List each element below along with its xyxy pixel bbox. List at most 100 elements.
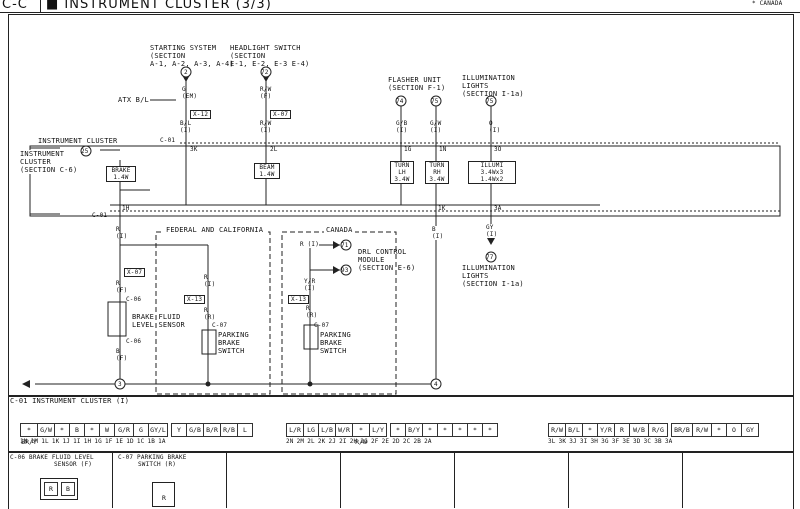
c07-pin: R <box>162 494 166 502</box>
circle-25: 25 <box>81 148 89 155</box>
c06-connector: R B <box>40 478 78 500</box>
panel-divider-2 <box>226 452 227 508</box>
pin-3k: 3K <box>190 146 198 153</box>
flasher-unit-label: FLASHER UNIT (SECTION F-1) <box>388 76 446 92</box>
wire-r-i: R(I) <box>116 226 128 240</box>
panel-divider-5 <box>568 452 569 508</box>
federal-region-label: FEDERAL AND CALIFORNIA <box>164 226 266 234</box>
c07-panel-title: C-07 PARKING BRAKE SWITCH (R) <box>118 454 187 468</box>
circle-2: 2 <box>184 69 188 76</box>
connector-row1: * BR/Y G/W * B * W G/R G GY/L Y G/B B/R … <box>20 423 253 446</box>
c06-top: C-06 <box>126 296 142 303</box>
canada-wire-r: R (I) <box>300 241 320 248</box>
wire-gy: GY(I) <box>486 224 498 238</box>
instrument-cluster-label: INSTRUMENT CLUSTER <box>38 137 118 145</box>
connector-row2: L/R LG L/B W/R * R/W L/Y * B/Y * * * * * <box>286 423 498 446</box>
conn-cell: * <box>54 423 70 437</box>
conn-cell: * R/W <box>352 423 370 446</box>
circle-74: 74 <box>396 98 404 105</box>
conn-cell: B/L <box>565 423 583 437</box>
wire-b-f: B(F) <box>116 348 128 362</box>
headlight-switch-label: HEADLIGHT SWITCH (SECTION E-1, E-2, E-3 … <box>230 44 310 68</box>
conn-cell: L/B <box>318 423 336 437</box>
conn-cell: G/R <box>114 423 134 437</box>
conn-cell: LG <box>303 423 319 437</box>
c07a: C-07 <box>212 322 228 329</box>
circle-4: 4 <box>434 381 438 388</box>
c01-bottom: C-01 <box>92 212 108 219</box>
header-rule <box>0 12 800 13</box>
fed-wire-r: R(I) <box>204 274 216 288</box>
pin-1g: 1G <box>404 146 412 153</box>
conn-cell: BR/B <box>671 423 693 437</box>
circle-72: 72 <box>261 69 269 76</box>
conn-cell: R/G <box>648 423 668 437</box>
diagram-frame <box>8 14 794 396</box>
conn-cell: B/R <box>203 423 221 437</box>
conn-cell: * <box>711 423 727 437</box>
starting-system-label: STARTING SYSTEM (SECTION A-1, A-2, A-3, … <box>150 44 234 68</box>
pin-1h: 1H <box>122 205 130 212</box>
wire-bl: B/L(I) <box>180 120 192 134</box>
conn-cell: L/R <box>286 423 304 437</box>
conn-cell: * <box>582 423 598 437</box>
conn-cell: L/Y <box>369 423 387 437</box>
canada-wire-r2: R(R) <box>306 305 318 319</box>
conn-cell: * <box>84 423 100 437</box>
canada-region-label: CANADA <box>324 226 355 234</box>
conn-cell: GY/L <box>148 423 168 437</box>
wire-g-em: G(EM) <box>182 86 198 100</box>
conn-cell: * <box>390 423 406 437</box>
wire-o: O(I) <box>489 120 501 134</box>
conn-cell: R <box>614 423 630 437</box>
bottom-panels <box>8 452 794 509</box>
page-title: ■ INSTRUMENT CLUSTER (3/3) <box>46 0 272 12</box>
pin-1n: 1N <box>439 146 447 153</box>
conn-cell: * <box>452 423 468 437</box>
conn-cell: * BR/Y <box>20 423 38 446</box>
conn-cell: W/R <box>335 423 353 437</box>
wire-rw-f: R/W(F) <box>260 86 272 100</box>
pin-3o: 3O <box>494 146 502 153</box>
pin-2l: 2L <box>270 146 278 153</box>
connector-row3: R/W B/L * Y/R R W/B R/G BR/B R/W * O GY <box>548 423 759 437</box>
conn-cell: * <box>422 423 438 437</box>
conn-cell: * <box>437 423 453 437</box>
panel-divider-1 <box>112 452 113 508</box>
wire-gw: G/W(I) <box>430 120 442 134</box>
circle-77: 77 <box>486 254 494 261</box>
fed-wire-r2: R(R) <box>204 307 216 321</box>
circle-75b: 75 <box>486 98 494 105</box>
pin-3a: 3A <box>494 205 502 212</box>
conn-cell: L <box>237 423 253 437</box>
conn-cell: W <box>99 423 115 437</box>
conn-cell: Y <box>171 423 187 437</box>
c06-bottom: C-06 <box>126 338 142 345</box>
wire-rw-i: R/W(I) <box>260 120 272 134</box>
circle-93: 93 <box>341 267 349 274</box>
connector-panel <box>8 396 794 452</box>
wire-gb: G/B(I) <box>396 120 408 134</box>
wire-yr: Y/R(I) <box>304 278 316 292</box>
connector-x13a: X-13 <box>184 295 206 304</box>
connector-x12: X-12 <box>190 110 212 119</box>
illumination-top-label: ILLUMINATION LIGHTS (SECTION I-1a) <box>462 74 524 98</box>
conn-cell: O <box>726 423 742 437</box>
atx-label: ATX B/L <box>118 96 149 104</box>
canada-note: * CANADA <box>752 0 783 7</box>
circle-3: 3 <box>118 381 122 388</box>
connector-x07b: X-07 <box>124 268 146 277</box>
conn-cell: Y/R <box>597 423 615 437</box>
header-divider <box>40 0 41 12</box>
conn-cell: B/Y <box>405 423 423 437</box>
conn-cell: R/B <box>220 423 238 437</box>
